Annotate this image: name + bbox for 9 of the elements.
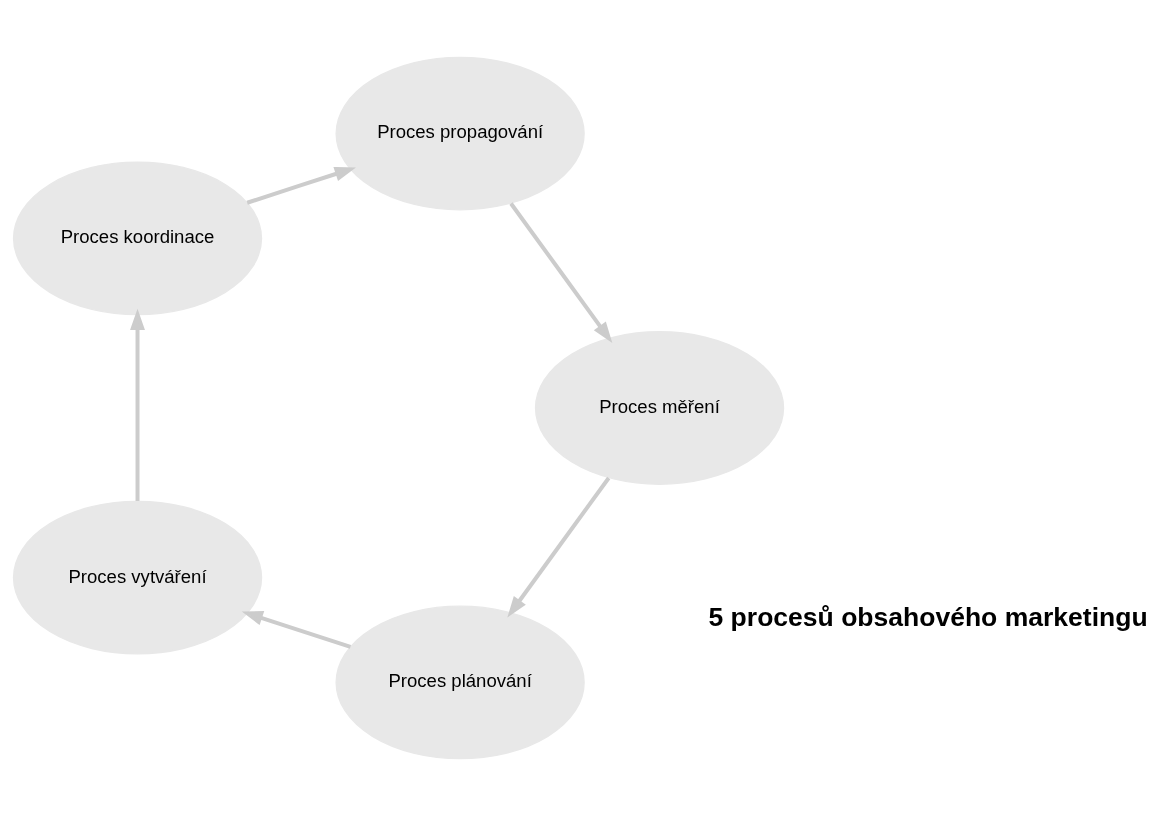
arrow [130,308,145,502]
arrow [246,166,356,205]
node-ellipse: Proces plánování [335,605,585,760]
node-ellipse: Proces koordinace [12,161,263,316]
arrow [509,202,613,344]
label: 5 procesů obsahového marketingu [708,601,1148,632]
node-ellipse: Proces měření [534,331,785,485]
arrow [241,610,352,649]
arrow [507,476,611,618]
